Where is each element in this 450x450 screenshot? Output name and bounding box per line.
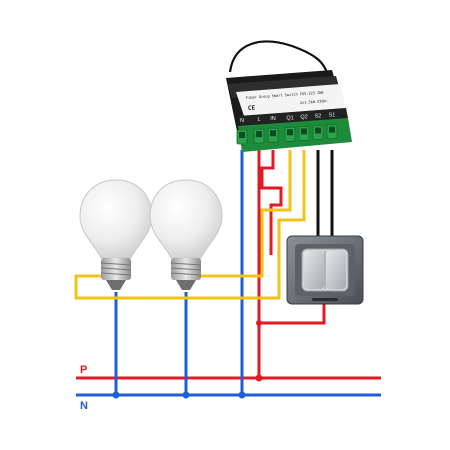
terminal-label-in: IN	[270, 116, 276, 122]
terminal-screw-s2	[315, 127, 321, 134]
terminal-label-q1: Q1	[286, 115, 293, 121]
terminal-screw-s1	[329, 126, 335, 133]
terminal-screw-in	[270, 130, 276, 137]
junction-dot	[182, 391, 190, 399]
fibaro-module: Fibar Group Smart Switch FGS-223 ZW5 CE …	[226, 40, 352, 152]
live-wire-in	[260, 150, 283, 255]
junction-dot	[238, 391, 246, 399]
phase-bus-label: P	[80, 364, 87, 376]
terminal-label-l: L	[257, 117, 260, 123]
live-wire-switch-common	[259, 296, 326, 325]
terminal-screw-q2	[301, 128, 307, 135]
module-model-text: 2x1.5kW 230V~	[300, 99, 329, 105]
junction-dot	[256, 320, 262, 326]
terminal-label-n: N	[240, 118, 244, 124]
junction-dot	[255, 374, 263, 382]
terminal-label-s1: S1	[329, 113, 336, 119]
terminal-label-s2: S2	[315, 114, 322, 120]
module-ce-mark: CE	[248, 104, 256, 112]
terminal-screw-l	[256, 131, 262, 138]
terminal-screw-q1	[287, 129, 293, 136]
module-brand-text: Fibar Group Smart Switch FGS-223 ZW5	[246, 91, 324, 100]
light-bulb-2-icon	[149, 179, 223, 290]
wall-switch-icon	[286, 235, 364, 305]
load-wire-q1	[195, 150, 292, 278]
load-wire-q2	[74, 150, 306, 300]
terminal-label-q2: Q2	[300, 114, 307, 120]
junction-dot	[112, 391, 120, 399]
terminal-screw-n	[239, 132, 245, 138]
light-bulb-1-icon	[79, 179, 153, 290]
neutral-bus-label: N	[80, 400, 88, 412]
